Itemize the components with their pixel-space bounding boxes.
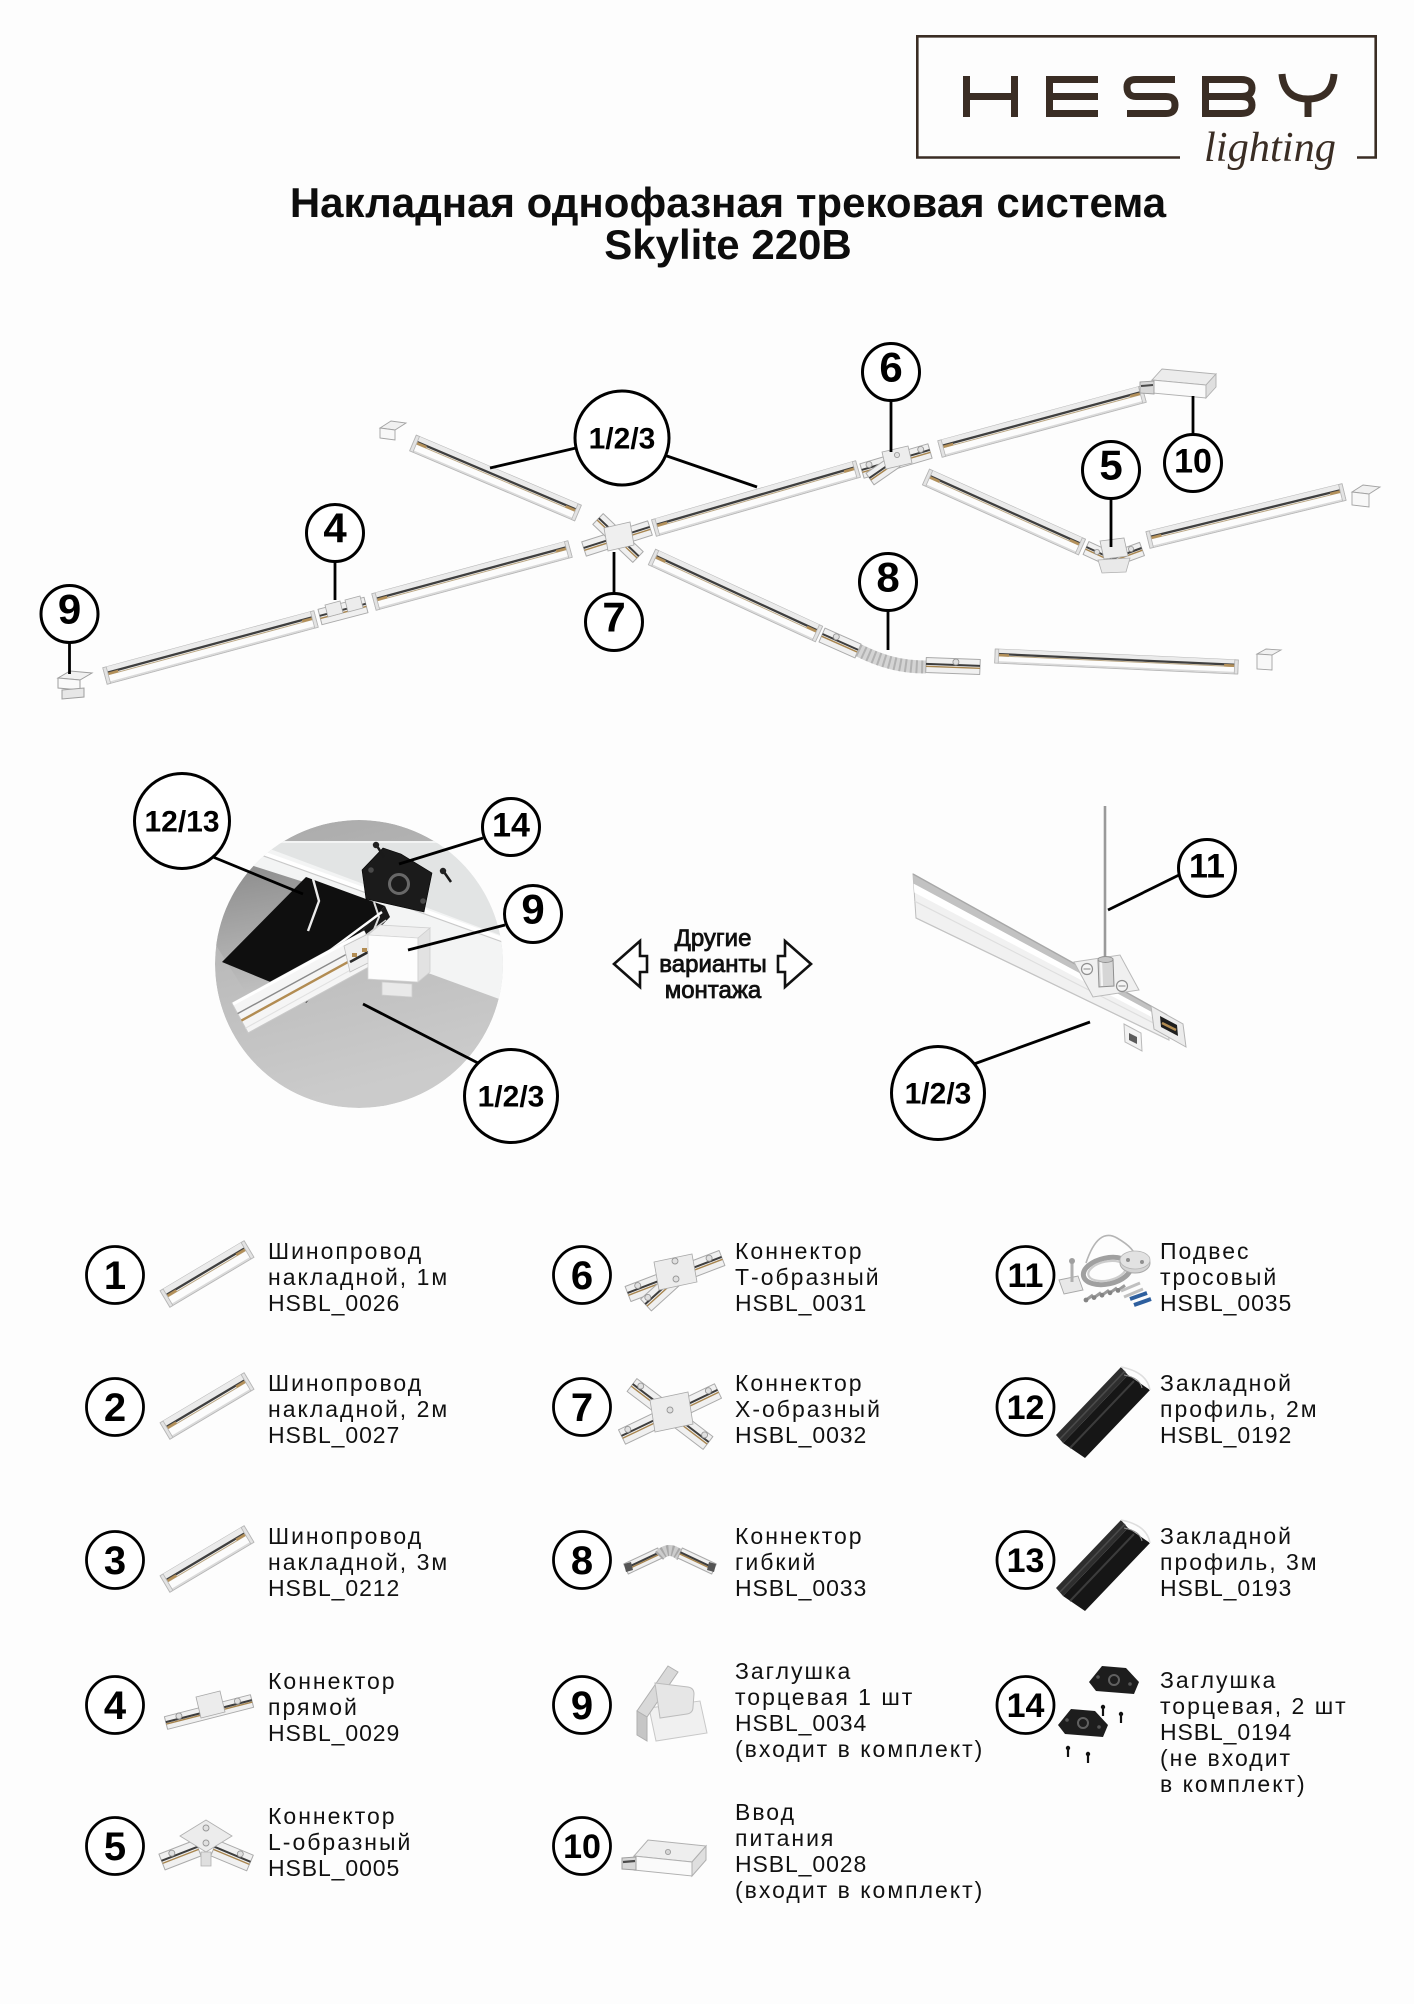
svg-text:8: 8 — [876, 554, 899, 601]
svg-text:(не входит: (не входит — [1160, 1745, 1292, 1771]
svg-text:варианты: варианты — [659, 951, 766, 978]
svg-text:монтажа: монтажа — [665, 977, 762, 1004]
svg-text:9: 9 — [58, 586, 81, 633]
svg-text:Коннектор: Коннектор — [735, 1523, 864, 1549]
svg-text:1/2/3: 1/2/3 — [589, 423, 656, 456]
svg-text:11: 11 — [1189, 848, 1225, 886]
svg-text:Шинопровод: Шинопровод — [268, 1370, 423, 1396]
svg-text:Ввод: Ввод — [735, 1799, 796, 1825]
svg-text:Коннектор: Коннектор — [735, 1370, 864, 1396]
svg-text:1: 1 — [104, 1254, 126, 1298]
svg-text:HSBL_0027: HSBL_0027 — [268, 1422, 400, 1448]
svg-text:торцевая 1 шт: торцевая 1 шт — [735, 1684, 914, 1710]
svg-text:14: 14 — [492, 807, 530, 845]
svg-text:10: 10 — [1174, 443, 1212, 481]
svg-text:(входит в комплект): (входит в комплект) — [735, 1736, 984, 1762]
svg-text:13: 13 — [1007, 1542, 1045, 1580]
svg-text:питания: питания — [735, 1825, 835, 1851]
svg-text:HSBL_0026: HSBL_0026 — [268, 1290, 400, 1316]
svg-text:3: 3 — [104, 1539, 126, 1583]
svg-text:Закладной: Закладной — [1160, 1370, 1293, 1396]
svg-text:прямой: прямой — [268, 1694, 359, 1720]
svg-text:Коннектор: Коннектор — [268, 1803, 397, 1829]
svg-text:HSBL_0028: HSBL_0028 — [735, 1851, 867, 1877]
svg-text:5: 5 — [1099, 442, 1122, 489]
svg-text:Заглушка: Заглушка — [1160, 1667, 1277, 1693]
svg-text:профиль, 2м: профиль, 2м — [1160, 1396, 1319, 1422]
svg-text:HSBL_0194: HSBL_0194 — [1160, 1719, 1292, 1745]
svg-text:HSBL_0212: HSBL_0212 — [268, 1575, 400, 1601]
svg-text:HSBL_0033: HSBL_0033 — [735, 1575, 867, 1601]
svg-text:торцевая, 2 шт: торцевая, 2 шт — [1160, 1693, 1348, 1719]
svg-text:накладной, 3м: накладной, 3м — [268, 1549, 449, 1575]
svg-text:Коннектор: Коннектор — [268, 1668, 397, 1694]
svg-text:Шинопровод: Шинопровод — [268, 1238, 423, 1264]
svg-text:lighting: lighting — [1204, 125, 1336, 171]
svg-text:HSBL_0192: HSBL_0192 — [1160, 1422, 1292, 1448]
svg-text:L-образный: L-образный — [268, 1829, 412, 1855]
svg-text:Подвес: Подвес — [1160, 1238, 1251, 1264]
svg-text:7: 7 — [571, 1386, 593, 1430]
svg-text:(входит в комплект): (входит в комплект) — [735, 1877, 984, 1903]
svg-text:10: 10 — [563, 1828, 601, 1866]
svg-text:Заглушка: Заглушка — [735, 1658, 852, 1684]
svg-text:Коннектор: Коннектор — [735, 1238, 864, 1264]
svg-text:накладной, 2м: накладной, 2м — [268, 1396, 449, 1422]
svg-text:HSBL_0032: HSBL_0032 — [735, 1422, 867, 1448]
svg-text:Т-образный: Т-образный — [735, 1264, 881, 1290]
svg-text:HSBL_0035: HSBL_0035 — [1160, 1290, 1292, 1316]
svg-text:тросовый: тросовый — [1160, 1264, 1278, 1290]
svg-text:профиль, 3м: профиль, 3м — [1160, 1549, 1319, 1575]
svg-text:HSBL_0034: HSBL_0034 — [735, 1710, 867, 1736]
svg-text:Накладная однофазная трековая: Накладная однофазная трековая система — [290, 179, 1167, 226]
svg-text:11: 11 — [1008, 1257, 1044, 1295]
svg-text:4: 4 — [104, 1684, 127, 1728]
svg-text:HSBL_0193: HSBL_0193 — [1160, 1575, 1292, 1601]
svg-text:накладной, 1м: накладной, 1м — [268, 1264, 449, 1290]
svg-text:HSBL_0031: HSBL_0031 — [735, 1290, 867, 1316]
svg-text:6: 6 — [879, 344, 902, 391]
svg-text:4: 4 — [323, 505, 347, 552]
svg-text:HSBL_0005: HSBL_0005 — [268, 1855, 400, 1881]
svg-text:12: 12 — [1007, 1389, 1045, 1427]
svg-text:1/2/3: 1/2/3 — [905, 1078, 972, 1111]
svg-text:2: 2 — [104, 1386, 126, 1430]
svg-text:6: 6 — [571, 1254, 593, 1298]
svg-text:гибкий: гибкий — [735, 1549, 817, 1575]
svg-text:14: 14 — [1007, 1687, 1045, 1725]
svg-text:HSBL_0029: HSBL_0029 — [268, 1720, 400, 1746]
svg-text:8: 8 — [571, 1539, 593, 1583]
svg-text:в комплект): в комплект) — [1160, 1771, 1307, 1797]
svg-text:12/13: 12/13 — [144, 806, 219, 839]
svg-text:9: 9 — [521, 886, 544, 933]
svg-text:Х-образный: Х-образный — [735, 1396, 882, 1422]
svg-text:1/2/3: 1/2/3 — [478, 1081, 545, 1114]
svg-text:Skylite 220В: Skylite 220В — [604, 221, 852, 268]
svg-text:Другие: Другие — [675, 925, 752, 952]
svg-text:Шинопровод: Шинопровод — [268, 1523, 423, 1549]
svg-text:5: 5 — [104, 1825, 126, 1869]
svg-text:9: 9 — [571, 1684, 593, 1728]
svg-text:7: 7 — [602, 594, 625, 641]
svg-text:Закладной: Закладной — [1160, 1523, 1293, 1549]
